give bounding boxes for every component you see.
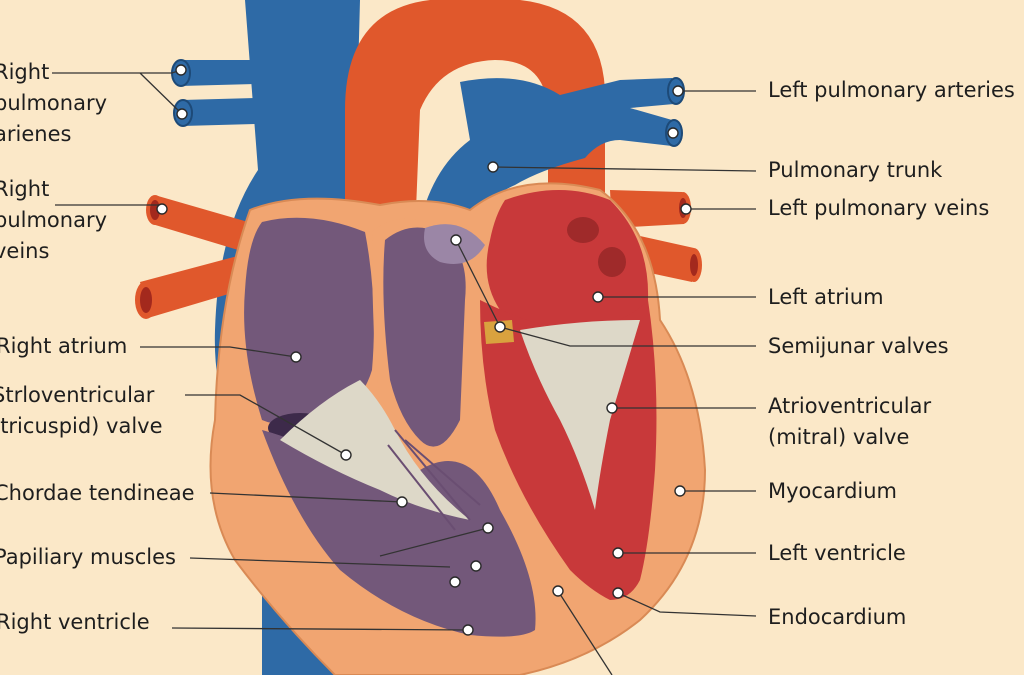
right-pulmonary-veins (135, 195, 262, 319)
label-chordae-tendineae: Chordae tendineae (0, 481, 195, 505)
label-left-atrium: Left atrium (768, 285, 884, 309)
pulmonary-trunk (418, 78, 674, 235)
label-left-pulmonary-veins: Left pulmonary veins (768, 196, 990, 220)
right-ventricle-chamber (262, 430, 536, 637)
leader-lines (52, 69, 757, 675)
right-ventricle-outflow (383, 227, 466, 447)
right-pulmonary-arteries (171, 59, 256, 127)
label-endocardium: Endocardium (768, 605, 907, 629)
marker-dots (156, 64, 692, 636)
label-semilunar-valves: Semijunar valves (768, 334, 949, 358)
aortic-arch (345, 0, 606, 235)
label-left-ventricle: Left ventricle (768, 541, 906, 565)
left-atrium-chamber (486, 190, 649, 330)
tricuspid-valve-tissue (280, 380, 470, 520)
label-right-pulmonary-veins: Right pulmonary veins (0, 177, 108, 263)
label-left-pulmonary-arteries: Left pulmonary arteries (768, 78, 1015, 102)
label-pulmonary-trunk: Pulmonary trunk (768, 158, 943, 182)
label-right-ventricle: Right ventricle (0, 610, 150, 634)
label-right-atrium: Right atrium (0, 334, 128, 358)
label-mitral-valve: Atrioventricular (mitral) valve (768, 394, 932, 449)
label-myocardium: Myocardium (768, 479, 898, 503)
label-papillary-muscles: Papiliary muscles (0, 545, 176, 569)
label-right-pulmonary-arteries: Right pulmonary arienes (0, 60, 108, 146)
right-atrium-chamber (244, 217, 374, 425)
chordae-strands (387, 429, 481, 531)
label-tricuspid-valve: Strloventricular (tricuspid) valve (0, 383, 163, 438)
mitral-valve-tissue (520, 320, 640, 510)
